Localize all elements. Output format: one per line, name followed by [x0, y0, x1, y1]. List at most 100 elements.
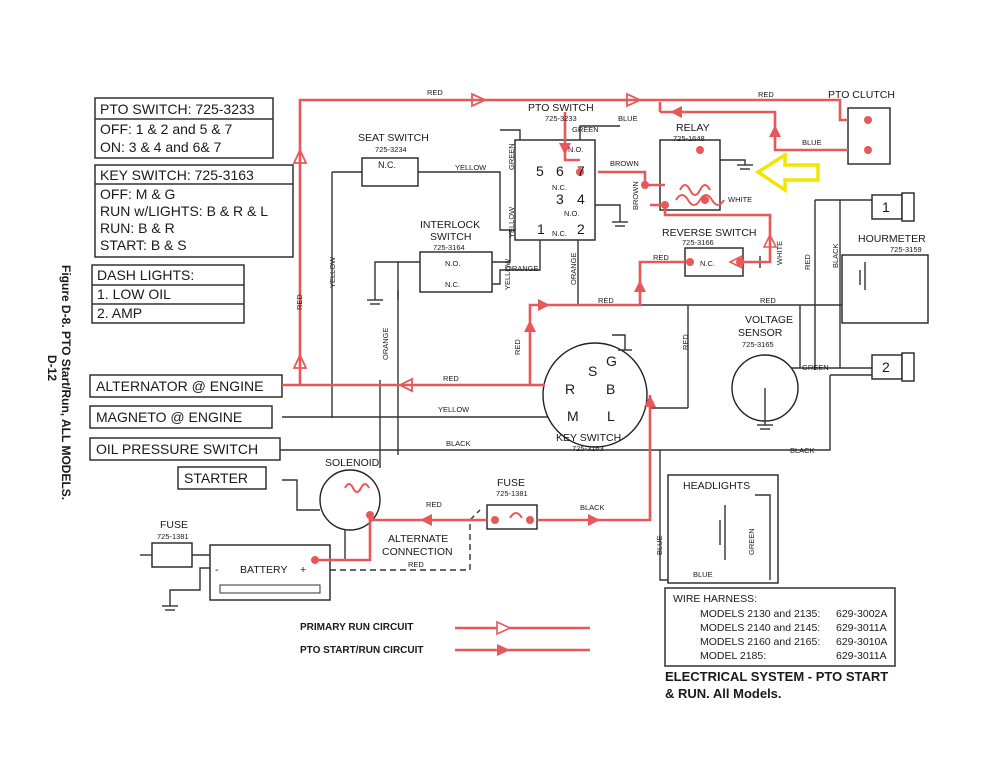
key-switch-table-title: KEY SWITCH: 725-3163 — [100, 167, 254, 183]
highlight-arrow-icon — [754, 151, 820, 194]
pto-t7: 7 — [577, 163, 585, 179]
pto-t3: 3 — [556, 191, 564, 207]
key-switch-table-row: OFF: M & G — [100, 186, 175, 202]
pto-no-label: N.O. — [568, 145, 583, 154]
wire-harness-models: MODELS 2140 and 2145: — [700, 622, 820, 634]
wire-labels: RED RED BLUE BLUE GREEN YELLOW BROWN WHI… — [295, 88, 840, 555]
pto-nc2: N.C. — [552, 229, 567, 238]
key-switch-table: KEY SWITCH: 725-3163 OFF: M & G RUN w/LI… — [94, 164, 294, 258]
wire-label-green: GREEN — [572, 125, 599, 134]
wire-label-white: WHITE — [775, 241, 784, 265]
pto-no2: N.O. — [564, 209, 579, 218]
starter-label: STARTER — [184, 470, 248, 486]
wire-label-blue: BLUE — [655, 535, 664, 555]
figure-caption: Figure D-8. PTO Start/Run, ALL MODELS. D… — [45, 265, 73, 500]
battery-label: BATTERY — [240, 564, 287, 576]
wire-label-blue: BLUE — [802, 138, 822, 147]
wire-label-green: GREEN — [802, 363, 829, 372]
wire-harness-part: 629-3010A — [836, 636, 887, 648]
wire-label-black: BLACK — [790, 446, 815, 455]
legend-pto-label: PTO START/RUN CIRCUIT — [300, 645, 424, 656]
reverse-switch-part: 725-3166 — [682, 238, 714, 247]
fuse-left-part: 725-1381 — [157, 532, 189, 541]
battery-plus: + — [300, 564, 306, 576]
fuse-top-label: FUSE — [497, 477, 525, 489]
solenoid-label: SOLENOID — [325, 457, 380, 469]
key-l: L — [607, 408, 615, 424]
dash-lights-title: DASH LIGHTS: — [97, 267, 194, 283]
key-switch-table-row: RUN: B & R — [100, 220, 175, 236]
reverse-switch-nc: N.C. — [700, 259, 715, 268]
relay-label: RELAY — [676, 122, 710, 134]
wire-harness: WIRE HARNESS: MODELS 2130 and 2135: 629-… — [664, 587, 896, 667]
key-switch-label: KEY SWITCH — [556, 432, 621, 444]
voltage-sensor-label-2: SENSOR — [738, 327, 783, 339]
component-labels: SEAT SWITCH 725-3234 N.C. PTO SWITCH 725… — [157, 89, 926, 579]
alternator-label: ALTERNATOR @ ENGINE — [96, 378, 263, 394]
wire-label-black: BLACK — [446, 439, 471, 448]
dash-lights-table: DASH LIGHTS: 1. LOW OIL 2. AMP — [91, 264, 245, 324]
figure-caption-line2: D-12 — [45, 355, 59, 381]
wire-harness-models: MODELS 2160 and 2165: — [700, 636, 820, 648]
alternate-label-2: CONNECTION — [382, 546, 453, 558]
wire-label-red: RED — [653, 253, 669, 262]
wire-harness-part: 629-3011A — [836, 650, 887, 662]
wire-label-yellow: YELLOW — [455, 163, 487, 172]
pto-circuit — [282, 92, 872, 564]
legend-primary-label: PRIMARY RUN CIRCUIT — [300, 622, 413, 633]
hourmeter-part: 725-3159 — [890, 245, 922, 254]
pto-switch-table-row: ON: 3 & 4 and 6& 7 — [100, 139, 222, 155]
key-s: S — [588, 363, 597, 379]
wire-label-yellow: YELLOW — [438, 405, 470, 414]
black-wires — [140, 107, 929, 611]
lamp-2-number: 2 — [882, 359, 890, 375]
seat-switch-contact: N.C. — [378, 160, 396, 170]
reverse-switch-label: REVERSE SWITCH — [662, 227, 757, 239]
relay-part: 725-1648 — [673, 134, 705, 143]
fuse-top-part: 725-1381 — [496, 489, 528, 498]
footer-line1: ELECTRICAL SYSTEM - PTO START — [665, 669, 888, 684]
interlock-nc: N.C. — [445, 280, 460, 289]
wire-label-black: BLACK — [831, 243, 840, 268]
interlock-label-2: SWITCH — [430, 231, 471, 243]
wire-label-red: RED — [681, 334, 690, 350]
wire-label-black: BLACK — [580, 503, 605, 512]
key-g: G — [606, 353, 617, 369]
key-m: M — [567, 408, 579, 424]
wire-label-yellow: YELLOW — [507, 206, 516, 238]
headlights-label: HEADLIGHTS — [683, 480, 750, 492]
pto-switch-label: PTO SWITCH — [528, 102, 594, 114]
wire-label-red: RED — [426, 500, 442, 509]
wire-label-yellow: YELLOW — [328, 256, 337, 288]
interlock-label-1: INTERLOCK — [420, 219, 480, 231]
wire-label-red: RED — [443, 374, 459, 383]
pto-t2: 2 — [577, 221, 585, 237]
wire-harness-part: 629-3002A — [836, 608, 887, 620]
key-switch-part: 725-3163 — [572, 444, 604, 453]
dash-lights-row: 1. LOW OIL — [97, 286, 171, 302]
pto-clutch-label: PTO CLUTCH — [828, 89, 895, 101]
wire-harness-title: WIRE HARNESS: — [673, 593, 757, 605]
pto-switch-part: 725-3233 — [545, 114, 577, 123]
wire-label-red: RED — [295, 294, 304, 310]
wire-label-white: WHITE — [728, 195, 752, 204]
magneto-label: MAGNETO @ ENGINE — [96, 409, 242, 425]
headlights-blue: BLUE — [693, 570, 713, 579]
alternate-wire: RED — [408, 560, 424, 569]
key-switch-table-row: RUN w/LIGHTS: B & R & L — [100, 203, 268, 219]
wire-label-brown: BROWN — [610, 159, 639, 168]
key-switch-table-row: START: B & S — [100, 237, 187, 253]
side-boxes: ALTERNATOR @ ENGINE MAGNETO @ ENGINE OIL… — [89, 374, 283, 490]
voltage-sensor-part: 725-3165 — [742, 340, 774, 349]
wire-harness-models: MODEL 2185: — [700, 650, 766, 662]
battery-minus: - — [215, 564, 219, 576]
lamp-1-number: 1 — [882, 199, 890, 215]
interlock-no: N.O. — [445, 259, 460, 268]
key-b: B — [606, 381, 615, 397]
seat-switch-part: 725-3234 — [375, 145, 407, 154]
alternate-label-1: ALTERNATE — [388, 533, 448, 545]
wire-label-red: RED — [760, 296, 776, 305]
wire-label-red: RED — [758, 90, 774, 99]
wire-label-red: RED — [803, 254, 812, 270]
pto-switch-table-row: OFF: 1 & 2 and 5 & 7 — [100, 121, 233, 137]
